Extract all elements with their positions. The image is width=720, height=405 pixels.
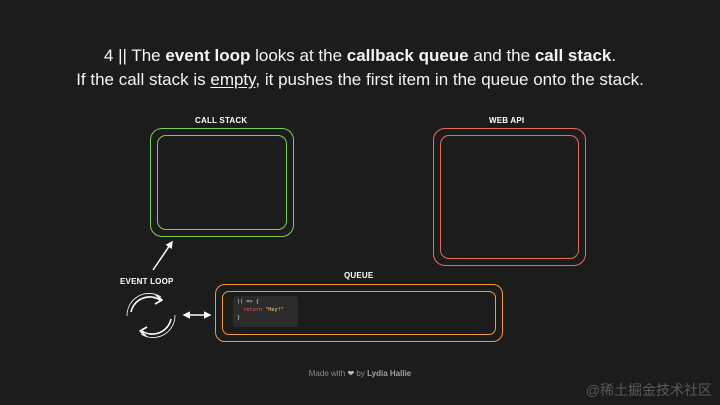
footer-credit: Made with ❤ by Lydia Hallie [0, 369, 720, 378]
web-api-inner [440, 135, 579, 259]
queue-box [215, 284, 503, 342]
web-api-box [433, 128, 586, 266]
title-text: looks at the [250, 46, 347, 65]
title-text: . [611, 46, 617, 65]
call-stack-box [150, 128, 294, 237]
slide-title-line1: 4 || The event loop looks at the callbac… [0, 44, 720, 68]
footer-made-with: Made with [308, 369, 346, 378]
title-bold-callback-queue: callback queue [346, 46, 469, 65]
heart-icon: ❤ [347, 369, 355, 378]
title-text: and the [468, 46, 535, 65]
footer-author: Lydia Hallie [367, 369, 412, 378]
arrow-to-call-stack [152, 240, 173, 271]
title-text: , it pushes the first item in the queue … [255, 70, 644, 89]
call-stack-inner [157, 135, 287, 230]
event-loop-label: EVENT LOOP [120, 277, 174, 286]
title-text: If the call stack is [76, 70, 211, 89]
event-loop-cycle-icon [126, 293, 176, 338]
code-line: } [237, 315, 241, 321]
queue-inner [222, 291, 496, 335]
title-underlined-empty: empty [210, 70, 256, 89]
footer-by: by [356, 369, 365, 378]
title-bold-event-loop: event loop [165, 46, 251, 65]
title-text: 4 || The [103, 46, 166, 65]
code-keyword: return [243, 307, 262, 313]
queue-item-callback: () => { return "Hey!" } [233, 296, 298, 327]
web-api-label: WEB API [489, 116, 525, 125]
code-line: () => { [237, 299, 259, 305]
slide-title-line2: If the call stack is empty, it pushes th… [0, 68, 720, 92]
call-stack-label: CALL STACK [195, 116, 248, 125]
watermark: @稀土掘金技术社区 [585, 382, 712, 398]
queue-label: QUEUE [344, 271, 374, 280]
code-string: "Hey!" [265, 307, 284, 313]
title-bold-call-stack: call stack [534, 46, 612, 65]
